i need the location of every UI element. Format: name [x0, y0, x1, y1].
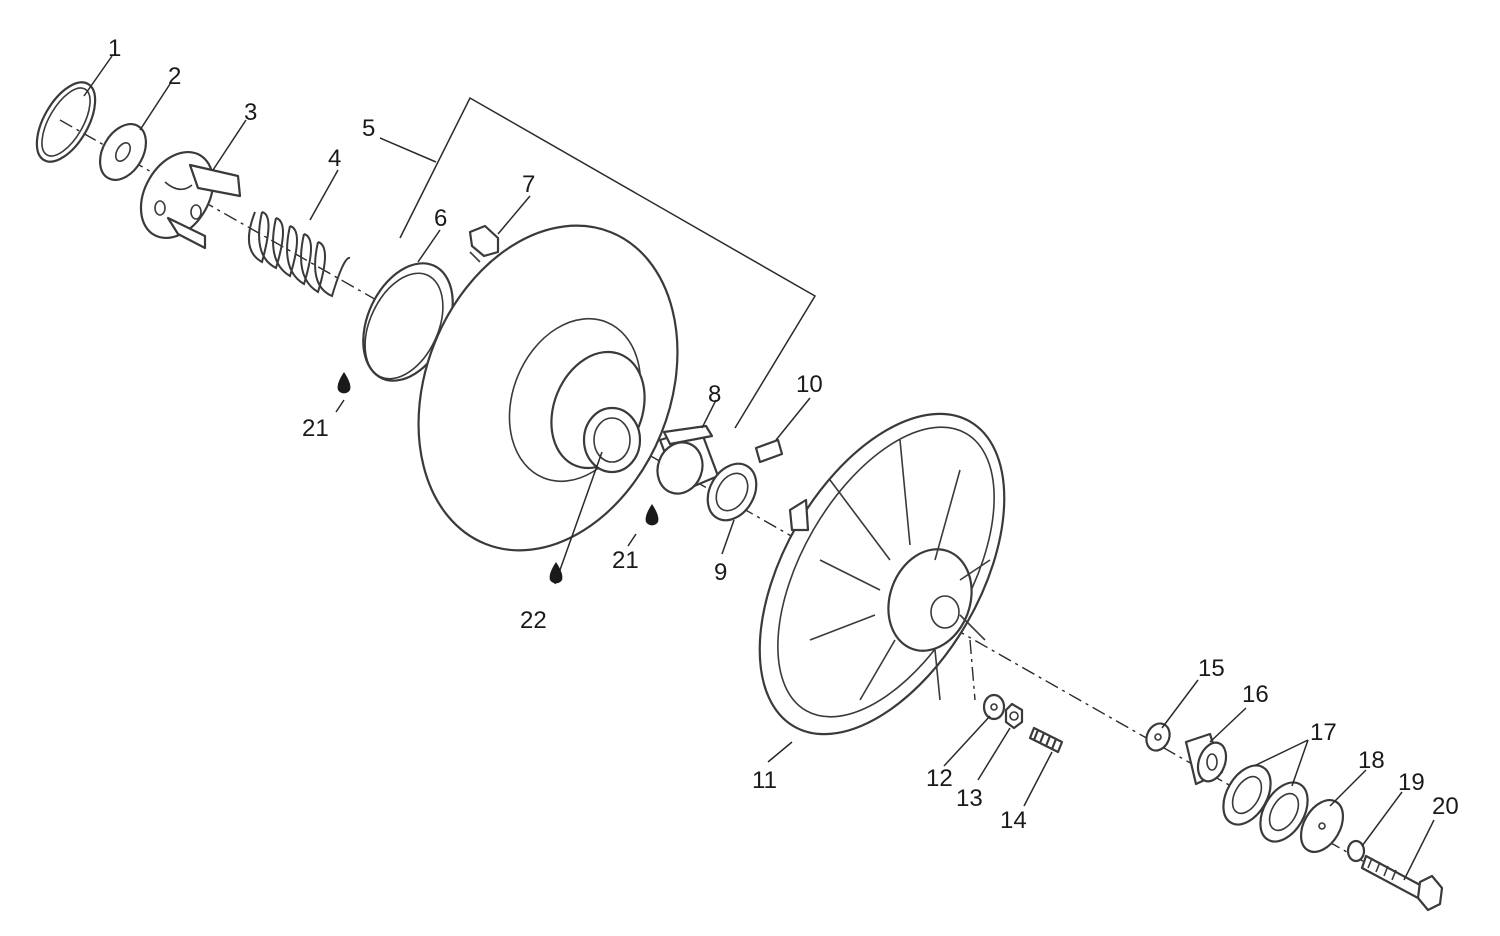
part-cam [139, 150, 242, 250]
part-sliding-sheave [417, 224, 679, 552]
part-spring [247, 211, 351, 298]
callout-18: 18 [1358, 747, 1385, 774]
part-retaining-ring [35, 81, 97, 163]
callout-4: 4 [328, 145, 341, 172]
part-spacer [1184, 732, 1228, 786]
callout-20: 20 [1432, 793, 1459, 820]
part-nut [1004, 702, 1024, 730]
part-washer-18 [1299, 799, 1345, 853]
callout-13: 13 [956, 785, 983, 812]
part-set-screw [1028, 726, 1064, 754]
part-key [754, 438, 784, 464]
callout-21-center: 21 [612, 547, 639, 574]
callout-16: 16 [1242, 681, 1269, 708]
callout-1: 1 [108, 35, 121, 62]
callout-9: 9 [714, 559, 727, 586]
part-lock-washer [1346, 839, 1366, 863]
callout-3: 3 [244, 99, 257, 126]
part-washer-15 [1145, 722, 1171, 752]
part-washer-2 [98, 123, 148, 181]
callout-2: 2 [168, 63, 181, 90]
callout-21-left: 21 [302, 415, 329, 442]
part-bolt [1360, 854, 1444, 912]
callout-7: 7 [522, 171, 535, 198]
callout-8: 8 [708, 381, 721, 408]
part-slider [468, 224, 500, 263]
callout-22: 22 [520, 607, 547, 634]
part-fixed-sheave [758, 412, 1006, 736]
part-washer-12 [982, 693, 1006, 721]
callout-19: 19 [1398, 769, 1425, 796]
assembly-bracket-5 [399, 96, 817, 429]
leader-lines [83, 55, 1435, 881]
callout-14: 14 [1000, 807, 1027, 834]
callout-15: 15 [1198, 655, 1225, 682]
part-washer-9 [706, 462, 758, 522]
short-axis [969, 639, 976, 701]
callout-11: 11 [752, 767, 777, 794]
oil-drop-icon [645, 504, 659, 526]
callout-5: 5 [362, 115, 375, 142]
callout-17: 17 [1310, 719, 1337, 746]
callout-12: 12 [926, 765, 953, 792]
oil-drop-icon [549, 562, 563, 584]
part-bearings [1222, 764, 1309, 843]
callout-10: 10 [796, 371, 823, 398]
oil-drop-icon [337, 372, 351, 394]
part-sleeve [656, 424, 720, 495]
callout-6: 6 [434, 205, 447, 232]
